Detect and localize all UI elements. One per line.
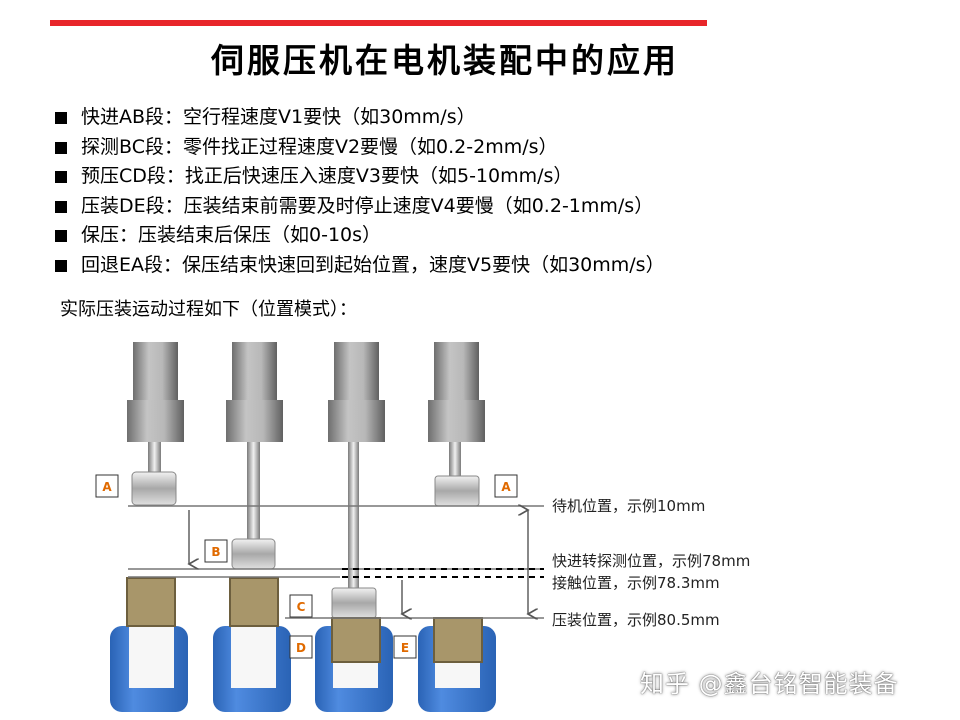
- list-item-text: 保压：压装结束后保压（如0-10s）: [81, 224, 382, 246]
- list-item: 探测BC段：零件找正过程速度V2要慢（如0.2-2mm/s）: [52, 133, 665, 163]
- press-unit-returned: [428, 342, 485, 507]
- list-item-text: 快进AB段：空行程速度V1要快（如30mm/s）: [81, 106, 476, 128]
- square-bullet-icon: [55, 171, 67, 183]
- list-item: 预压CD段：找正后快速压入速度V3要快（如5-10mm/s）: [52, 162, 665, 192]
- square-bullet-icon: [55, 230, 67, 242]
- list-item: 快进AB段：空行程速度V1要快（如30mm/s）: [52, 103, 665, 133]
- list-item: 保压：压装结束后保压（如0-10s）: [52, 221, 665, 251]
- press-unit-standby: [127, 342, 184, 506]
- list-item-text: 预压CD段：找正后快速压入速度V3要快（如5-10mm/s）: [81, 165, 573, 187]
- list-item-text: 回退EA段：保压结束快速回到起始位置，速度V5要快（如30mm/s）: [81, 253, 665, 276]
- square-bullet-icon: [55, 141, 67, 154]
- press-unit-probing: [226, 342, 283, 570]
- label-c: C: [297, 600, 306, 614]
- press-motion-diagram: A B C D E A 待机位置，示例10mm 快进转探测位置，示例78mm 接…: [95, 342, 750, 712]
- press-position-label: 压装位置，示例80.5mm: [552, 611, 720, 629]
- label-e: E: [401, 641, 409, 655]
- label-box-c: C: [289, 594, 313, 618]
- label-a-left: A: [102, 480, 112, 494]
- list-item-text: 压装DE段：压装结束前需要及时停止速度V4要慢（如0.2-1mm/s）: [81, 194, 654, 217]
- label-a-right: A: [501, 480, 511, 494]
- standby-position-label: 待机位置，示例10mm: [552, 497, 705, 515]
- press-unit-pressing: [328, 342, 385, 619]
- list-item-text: 探测BC段：零件找正过程速度V2要慢（如0.2-2mm/s）: [81, 135, 558, 158]
- list-item: 回退EA段：保压结束快速回到起始位置，速度V5要快（如30mm/s）: [52, 251, 665, 281]
- watermark: 知乎 @鑫台铭智能装备: [640, 670, 899, 698]
- square-bullet-icon: [55, 259, 67, 272]
- fixture-4: [418, 617, 496, 712]
- label-box-a-left: A: [95, 474, 119, 498]
- label-box-d: D: [289, 635, 313, 659]
- switch-position-label: 快进转探测位置，示例78mm: [552, 552, 750, 570]
- fixture-3: [315, 617, 393, 712]
- square-bullet-icon: [55, 200, 67, 213]
- page-title: 伺服压机在电机装配中的应用: [211, 41, 679, 80]
- label-b: B: [211, 545, 220, 559]
- contact-position-label: 接触位置，示例78.3mm: [552, 574, 720, 592]
- fixture-2: [213, 577, 291, 712]
- process-subtitle: 实际压装运动过程如下（位置模式）：: [60, 299, 357, 320]
- list-item: 压装DE段：压装结束前需要及时停止速度V4要慢（如0.2-1mm/s）: [52, 192, 665, 222]
- label-box-b: B: [204, 539, 228, 563]
- square-bullet-icon: [55, 112, 67, 124]
- label-box-a-right: A: [494, 474, 518, 498]
- title-accent-bar: [50, 20, 707, 26]
- fixture-1: [110, 577, 188, 712]
- label-box-e: E: [393, 635, 417, 659]
- label-d: D: [296, 641, 306, 655]
- speed-stage-list: 快进AB段：空行程速度V1要快（如30mm/s） 探测BC段：零件找正过程速度V…: [52, 103, 665, 280]
